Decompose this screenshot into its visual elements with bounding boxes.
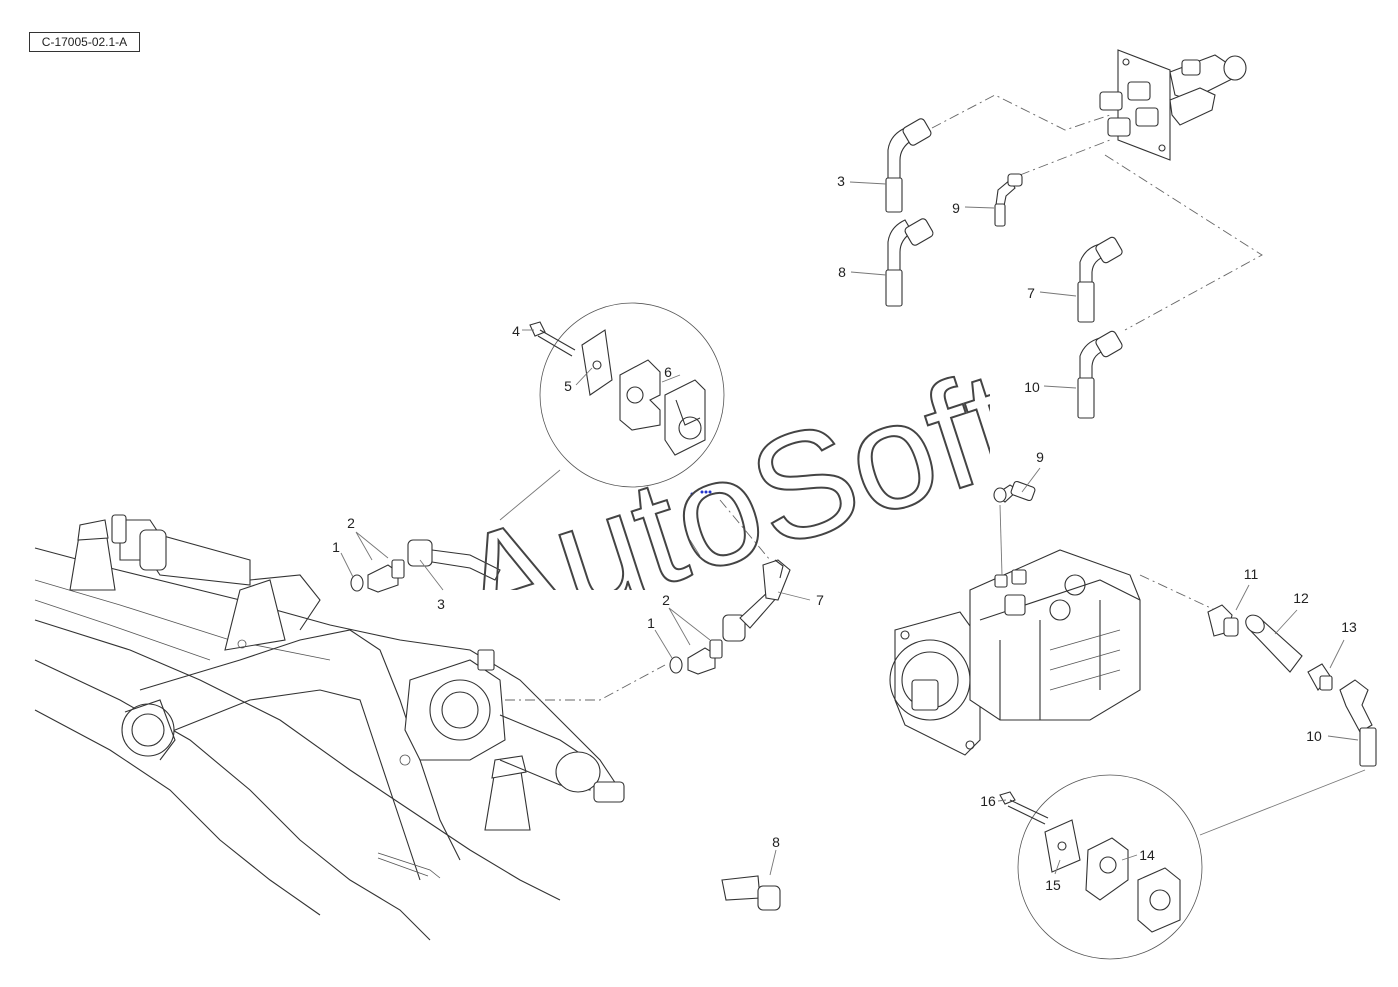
callout-13: 13 (1341, 619, 1357, 635)
callout-14: 14 (1139, 847, 1155, 863)
callout-11: 11 (1243, 566, 1259, 582)
leader-line (1104, 154, 1263, 331)
hose-9-lower (993, 480, 1036, 503)
callout-12: 12 (1293, 590, 1309, 606)
hydraulic-pump (889, 549, 1141, 756)
clamp-detail (499, 302, 725, 521)
reference-code-label: C-17005-02.1-A (29, 32, 140, 52)
leader-line (1139, 574, 1216, 611)
hose-fitting-8 (721, 875, 781, 911)
leader-line (1019, 139, 1111, 176)
manifold-block (1099, 49, 1247, 161)
callout-3-lower: 3 (437, 596, 445, 612)
callout-leaders (340, 181, 1359, 876)
callout-8-lower: 8 (772, 834, 780, 850)
clamp-detail-lower (999, 769, 1366, 960)
leader-line (999, 504, 1003, 576)
leader-line (505, 664, 666, 701)
fittings-right (1207, 604, 1377, 767)
leader-line (719, 499, 771, 561)
fitting-group-lower (669, 559, 791, 675)
callout-8-upper: 8 (838, 264, 846, 280)
callout-6: 6 (664, 364, 672, 380)
hose-10-upper (1077, 330, 1123, 419)
callout-1-lower: 1 (647, 615, 655, 631)
hose-8 (885, 218, 934, 307)
callout-2-upper: 2 (347, 515, 355, 531)
callout-3-upper: 3 (837, 173, 845, 189)
callout-5: 5 (564, 378, 572, 394)
callout-10-upper: 10 (1024, 379, 1040, 395)
callout-9-lower: 9 (1036, 449, 1044, 465)
fitting-group-upper (350, 539, 501, 593)
hose-9-upper (994, 173, 1023, 227)
callout-9-upper: 9 (952, 200, 960, 216)
callout-16: 16 (980, 793, 996, 809)
callout-15: 15 (1045, 877, 1061, 893)
callout-4: 4 (512, 323, 520, 339)
leader-line (931, 94, 1111, 131)
callout-10-lower: 10 (1306, 728, 1322, 744)
callout-7-lower: 7 (816, 592, 824, 608)
callout-7-upper: 7 (1027, 285, 1035, 301)
callout-1-upper: 1 (332, 539, 340, 555)
callout-2-lower: 2 (662, 592, 670, 608)
hose-7 (1077, 236, 1123, 323)
hose-3 (885, 118, 932, 213)
axle-housing (34, 514, 625, 941)
